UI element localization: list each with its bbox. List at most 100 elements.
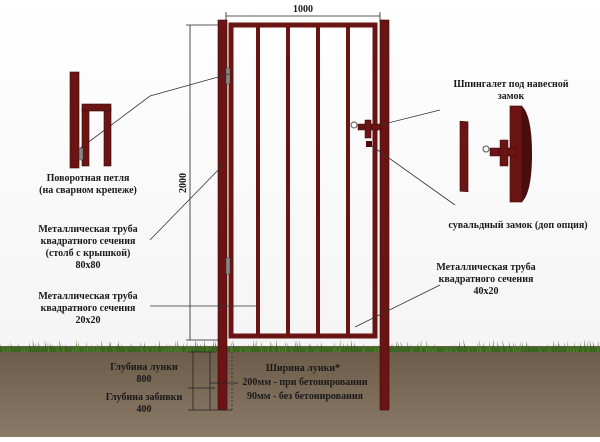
hole-width-concrete: 200мм - при бетонировании — [242, 377, 367, 388]
hole-width-label: Ширина лунки* — [266, 363, 340, 374]
grass-blade — [507, 345, 509, 352]
grass-blade — [414, 347, 416, 352]
grass-blade — [422, 345, 425, 352]
grass-blade — [378, 343, 380, 352]
hinge-leader — [77, 73, 230, 151]
grass-blade — [426, 339, 428, 352]
hole-depth-label: Глубина лунки — [110, 362, 178, 373]
grass-blade — [558, 339, 560, 352]
grass-blade — [97, 343, 101, 352]
grass-blade — [287, 342, 290, 352]
grass-blade — [587, 340, 590, 352]
depth-dimensions — [188, 351, 238, 412]
left-pillar — [217, 19, 228, 411]
grass-blade — [38, 341, 41, 352]
grass-blade — [432, 346, 434, 352]
lock-plate — [366, 141, 372, 147]
grass-blade — [101, 339, 104, 352]
grass-blade — [168, 343, 170, 352]
grass-blade — [189, 344, 191, 352]
grass-blade — [333, 341, 335, 352]
grass-blade — [174, 340, 176, 352]
grass-blade — [547, 343, 551, 352]
grass-blade — [191, 347, 194, 352]
grass-blade — [437, 347, 440, 352]
grass-blade — [140, 341, 143, 352]
grass-blade — [441, 347, 443, 352]
grass-blade — [342, 342, 344, 352]
grass-blade — [345, 345, 347, 352]
grass-blade — [255, 339, 257, 352]
hinge-label-2: (на сварном крепеже) — [39, 185, 137, 196]
grass-blade — [72, 345, 74, 352]
grass-blade — [519, 341, 521, 352]
grass-blade — [252, 340, 254, 352]
pipe20-label-1: Металлическая труба — [38, 291, 137, 302]
pipe40-label-1: Металлическая труба — [436, 262, 535, 273]
grass-blade — [334, 346, 338, 352]
grass-blade — [62, 343, 65, 352]
hinge-top — [225, 67, 231, 85]
grass-blade — [301, 345, 305, 352]
gate — [217, 19, 390, 411]
grass-blade — [497, 340, 500, 352]
grass-blade — [177, 339, 179, 352]
grass-blade — [210, 345, 212, 352]
gate-bar — [256, 27, 260, 334]
drive-depth-value: 400 — [137, 404, 152, 415]
grass-blade — [450, 345, 452, 352]
grass-blade — [460, 347, 464, 352]
pipe40-label-3: 40х20 — [474, 286, 499, 297]
grass-blade — [204, 339, 206, 352]
grass-blade — [396, 340, 398, 352]
grass-blade — [445, 345, 449, 352]
labels: Поворотная петля (на сварном крепеже) Шп… — [38, 79, 587, 415]
gate-bar — [346, 27, 350, 334]
grass-blade — [508, 341, 512, 352]
grass-blade — [270, 340, 272, 352]
grass-blade — [313, 345, 317, 352]
grass-blade — [495, 346, 497, 352]
grass-blade — [183, 343, 185, 352]
grass-blade — [309, 342, 311, 352]
ground — [0, 339, 600, 437]
hinge-detail — [69, 71, 112, 169]
grass-blade — [500, 345, 503, 352]
grass-blade — [0, 343, 2, 352]
grass-blade — [195, 339, 197, 352]
grass-blade — [47, 342, 50, 352]
grass-blade — [323, 347, 326, 352]
grass-blade — [21, 347, 23, 352]
grass-blade — [400, 341, 404, 352]
grass-blade — [44, 340, 47, 352]
grass-blade — [567, 340, 569, 352]
grass-blade — [296, 340, 299, 352]
grass-blade — [75, 339, 77, 352]
grass-blade — [582, 347, 584, 352]
grass-blade — [579, 341, 581, 352]
grass-blade — [247, 343, 251, 352]
grass-blade — [6, 347, 8, 352]
grass-blade — [196, 341, 200, 352]
grass-blade — [276, 339, 278, 352]
grass-blade — [354, 341, 356, 352]
grass-blade — [502, 339, 506, 352]
grass-blade — [32, 339, 35, 352]
pipe20-label-3: 20х20 — [76, 315, 101, 326]
pipe40-leader — [354, 284, 441, 328]
grass-blade — [109, 340, 113, 352]
grass-blade — [256, 347, 260, 352]
hinge-bottom — [225, 257, 231, 275]
grass-blade — [243, 347, 245, 352]
grass-blade — [570, 344, 572, 352]
grass-blade — [541, 346, 545, 352]
grass-blade — [281, 346, 284, 352]
grass-blade — [78, 341, 80, 352]
grass-blade — [214, 340, 218, 352]
soil — [0, 346, 600, 437]
pillar-label-1: Металлическая труба — [38, 224, 137, 235]
hole-depth-value: 800 — [137, 374, 152, 385]
grass-blade — [162, 346, 164, 352]
grass-blade — [316, 342, 320, 352]
hole-width-no-concrete: 90мм - без бетонирования — [247, 391, 364, 402]
